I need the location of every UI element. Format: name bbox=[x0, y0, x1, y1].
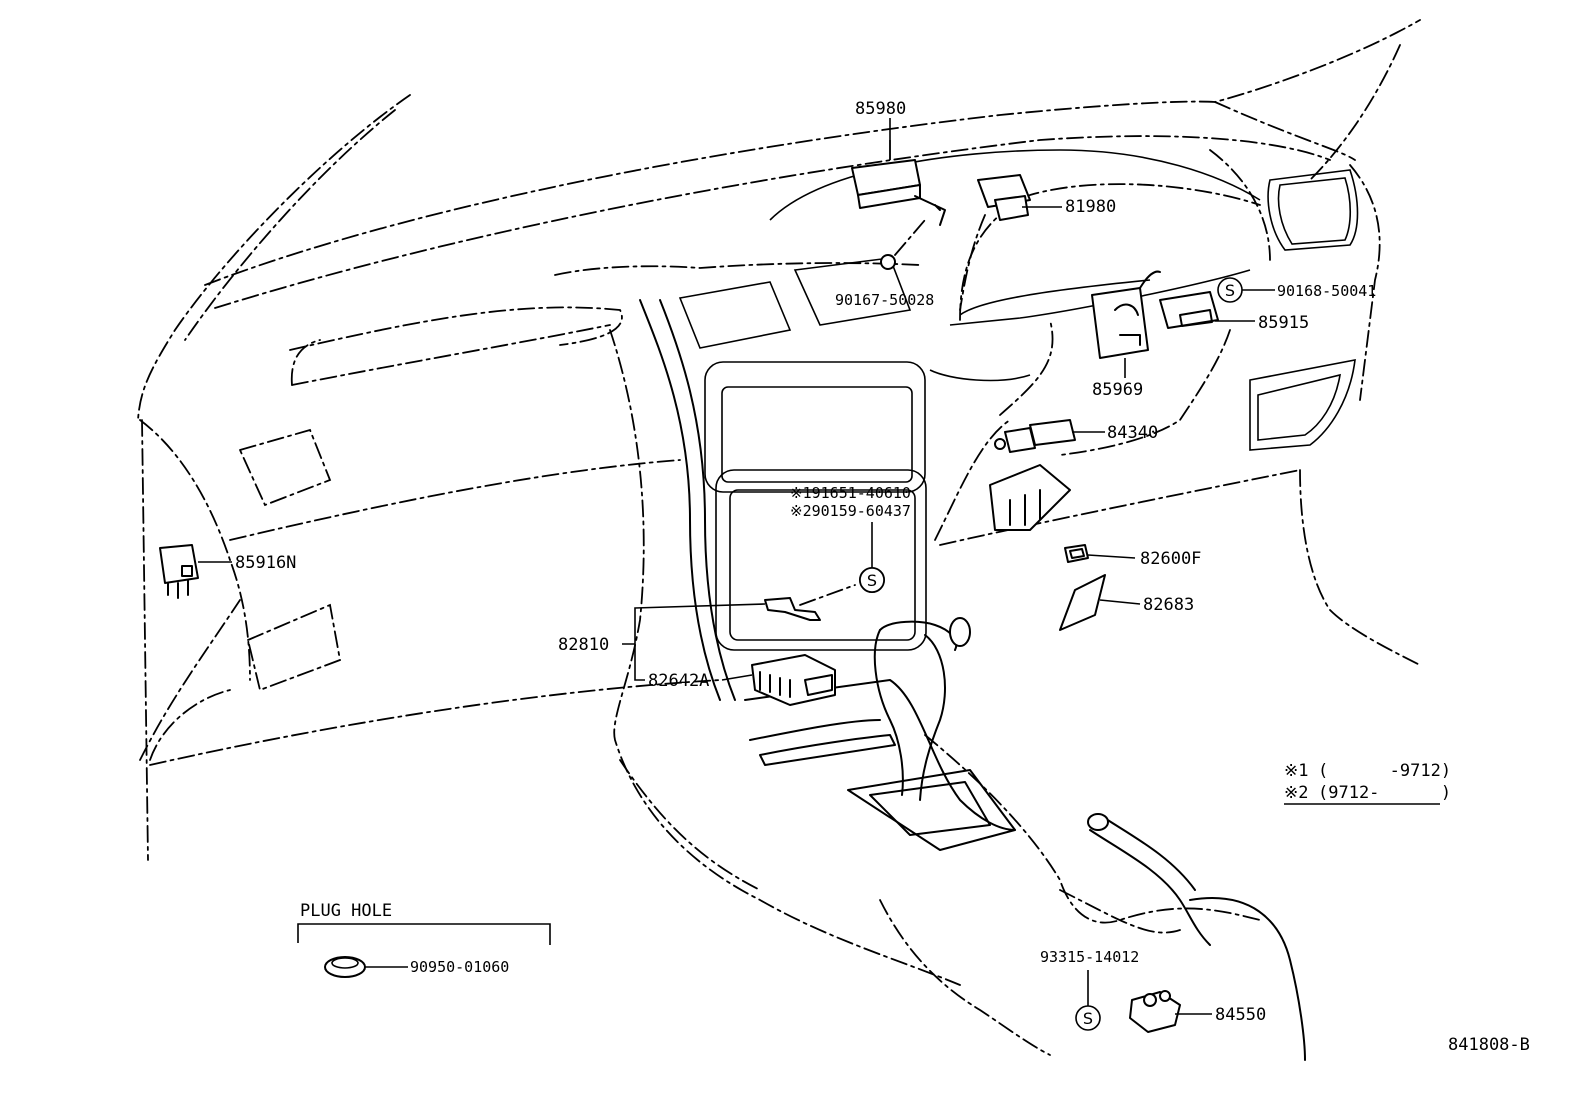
label-85915: 85915 bbox=[1258, 313, 1309, 333]
svg-text:S: S bbox=[867, 571, 877, 590]
label-82683: 82683 bbox=[1143, 595, 1194, 615]
screw-symbol-90168: S bbox=[1217, 277, 1243, 303]
label-90159-60437: ※290159-60437 bbox=[790, 502, 911, 520]
note-1-mark: ※1 bbox=[1284, 761, 1308, 781]
applicability-notes: ※1 ( -9712) ※2 (9712- ) bbox=[1284, 761, 1451, 805]
part-90950-plug bbox=[324, 956, 366, 978]
label-85980: 85980 bbox=[855, 99, 906, 119]
label-82600F: 82600F bbox=[1140, 549, 1201, 569]
figure-id: 841808-B bbox=[1448, 1035, 1530, 1055]
svg-text:S: S bbox=[1083, 1009, 1093, 1028]
screw-symbol-93315: S bbox=[1075, 1005, 1101, 1031]
note-1-range: ( -9712) bbox=[1318, 761, 1451, 781]
label-90167-50028: 90167-50028 bbox=[835, 291, 934, 309]
label-85969: 85969 bbox=[1092, 380, 1143, 400]
parts bbox=[159, 140, 1219, 1033]
part-81980-relay bbox=[959, 174, 1031, 311]
part-85969-relay bbox=[1091, 270, 1161, 378]
part-85916N-relay bbox=[159, 544, 199, 599]
label-84550: 84550 bbox=[1215, 1005, 1266, 1025]
label-85916N: 85916N bbox=[235, 553, 296, 573]
leader-lines bbox=[198, 118, 1275, 1015]
label-82810: 82810 bbox=[558, 635, 609, 655]
part-84550-switch bbox=[1129, 990, 1181, 1033]
part-85980-module bbox=[851, 140, 946, 226]
label-81980: 81980 bbox=[1065, 197, 1116, 217]
label-82642A: 82642A bbox=[648, 671, 709, 691]
part-82642A-junction-box bbox=[751, 654, 836, 706]
plug-hole-title: PLUG HOLE bbox=[300, 901, 392, 921]
svg-text:S: S bbox=[1225, 281, 1235, 300]
part-82683-cover bbox=[1059, 574, 1106, 631]
note-2-mark: ※2 bbox=[1284, 783, 1308, 803]
connector-block bbox=[989, 464, 1071, 531]
label-90950-01060: 90950-01060 bbox=[410, 958, 509, 976]
part-82600F-fuse bbox=[1064, 544, 1089, 563]
part-90167-clip bbox=[880, 219, 926, 270]
part-85915-relay bbox=[1159, 291, 1219, 329]
label-84340: 84340 bbox=[1107, 423, 1158, 443]
part-84340-switch bbox=[994, 419, 1076, 453]
note-2-range: (9712- ) bbox=[1318, 783, 1451, 803]
label-93315-14012: 93315-14012 bbox=[1040, 948, 1139, 966]
label-91651-40610: ※191651-40610 bbox=[790, 484, 911, 502]
label-90168-50041: 90168-50041 bbox=[1277, 282, 1376, 300]
part-labels: 85980 81980 90168-50041 85915 85969 9016… bbox=[235, 99, 1376, 1025]
screw-symbol-90159: S bbox=[859, 567, 885, 593]
